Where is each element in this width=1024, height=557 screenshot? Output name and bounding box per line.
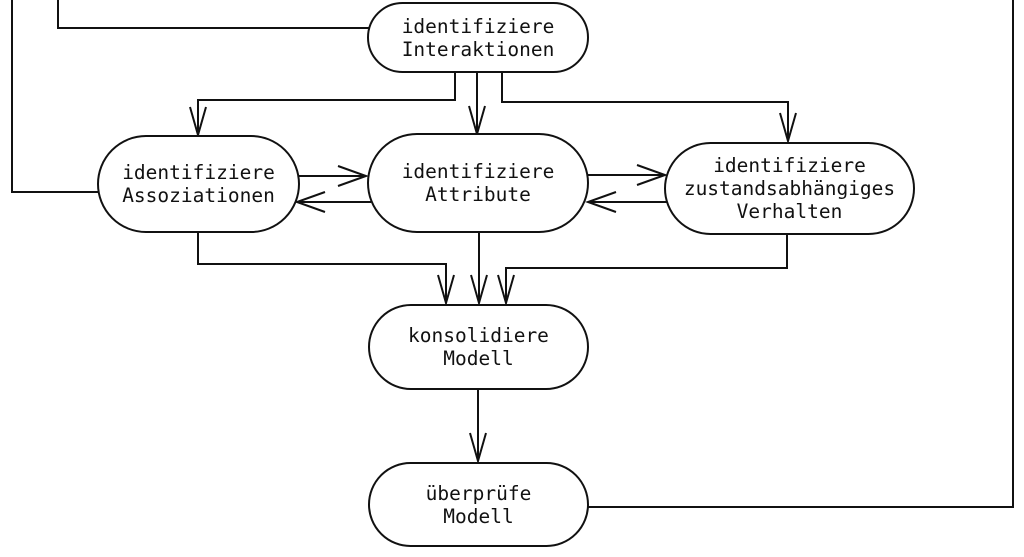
node-label-line: zustandsabhängiges bbox=[683, 177, 896, 200]
edge-verhalten-to-konsolidiere bbox=[505, 234, 788, 303]
node-identifiziere-interaktionen: identifiziere Interaktionen bbox=[367, 2, 589, 73]
arrowhead-into-verhalten-top bbox=[779, 112, 797, 145]
edge-assoziationen-to-konsolidiere bbox=[197, 232, 447, 303]
node-label-line: identifiziere bbox=[401, 160, 555, 183]
node-konsolidiere-modell: konsolidiere Modell bbox=[368, 304, 589, 390]
node-label-line: Attribute bbox=[425, 183, 531, 206]
arrowhead-into-konsolidiere-right bbox=[497, 274, 515, 307]
node-label-line: identifiziere bbox=[401, 14, 555, 38]
edge-interaktionen-to-verhalten bbox=[501, 72, 789, 141]
node-identifiziere-attribute: identifiziere Attribute bbox=[367, 133, 589, 233]
node-label-line: Modell bbox=[443, 347, 514, 370]
node-label-line: Verhalten bbox=[736, 200, 843, 223]
node-identifiziere-zustandsabhaengiges-verhalten: identifiziere zustandsabhängiges Verhalt… bbox=[664, 142, 915, 235]
arrowhead-into-assoziationen-right bbox=[294, 191, 326, 213]
node-label-line: konsolidiere bbox=[408, 324, 549, 347]
edge-top-to-assoziationen bbox=[11, 0, 100, 193]
node-ueberpruefe-modell: überprüfe Modell bbox=[368, 462, 589, 547]
edge-top-to-interaktionen bbox=[57, 0, 372, 29]
node-label-line: Interaktionen bbox=[401, 37, 555, 61]
node-label-line: identifiziere bbox=[122, 161, 275, 184]
node-label-line: überprüfe bbox=[425, 481, 532, 505]
node-label-line: Assoziationen bbox=[122, 184, 275, 207]
arrowhead-into-konsolidiere-middle bbox=[470, 274, 488, 307]
arrowhead-into-attribute-right bbox=[585, 191, 617, 213]
edge-ueberpruefe-feedback-right bbox=[588, 0, 1014, 508]
node-label-line: Modell bbox=[443, 504, 514, 528]
node-label-line: identifiziere bbox=[713, 154, 866, 177]
edge-interaktionen-to-assoziationen bbox=[197, 72, 456, 135]
node-identifiziere-assoziationen: identifiziere Assoziationen bbox=[97, 135, 300, 233]
arrowhead-into-konsolidiere-left bbox=[437, 274, 455, 307]
arrowhead-into-ueberpruefe-top bbox=[469, 432, 487, 465]
arrowhead-into-attribute-left bbox=[337, 165, 369, 187]
